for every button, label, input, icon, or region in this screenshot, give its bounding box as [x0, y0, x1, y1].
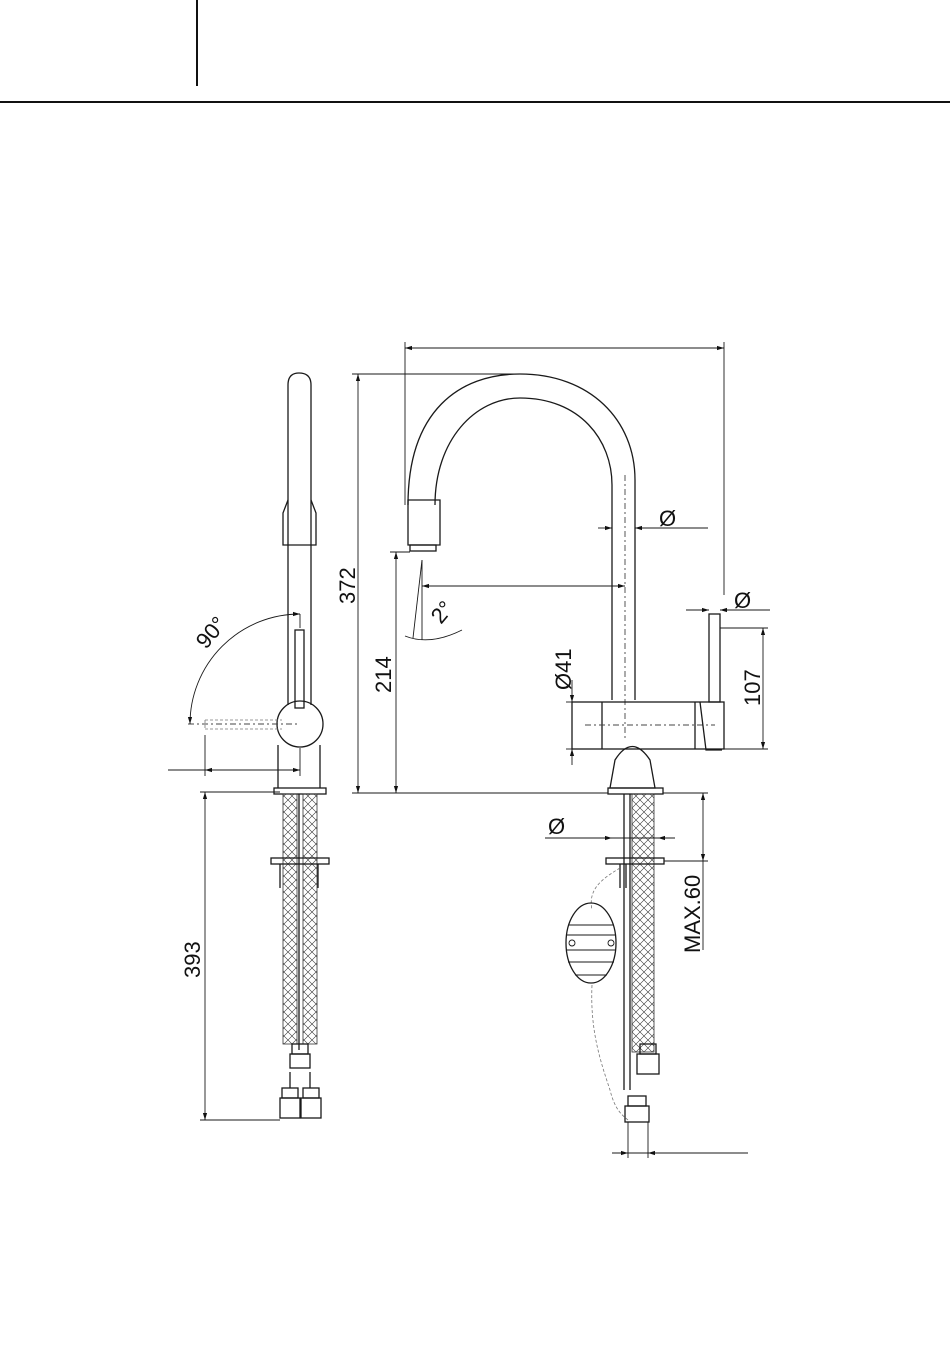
side-base-plate: [274, 788, 326, 794]
side-lever: [295, 630, 304, 708]
title-block: [0, 0, 950, 102]
side-hose-right: [303, 794, 317, 1044]
front-view: [352, 342, 770, 1158]
dim-hose-length: 393: [180, 941, 205, 978]
dim-spout-angle: 2°: [426, 596, 459, 628]
front-base-plate: [608, 788, 663, 794]
dim-total-height: 372: [335, 567, 360, 604]
dim-spout-height: 214: [371, 656, 396, 693]
front-lever: [709, 614, 720, 702]
dim-max-thickness: MAX.60: [680, 875, 705, 953]
side-hose-left: [283, 794, 297, 1044]
dim-shank-diameter: Ø: [548, 814, 565, 839]
front-spout-outer: [408, 374, 635, 700]
side-lever-ghost: [205, 720, 282, 729]
front-ghost-hose: [591, 868, 628, 1120]
side-view: [168, 373, 329, 1120]
dim-tube-diameter: Ø: [659, 506, 676, 531]
front-hose: [632, 794, 654, 1052]
side-fittings: [280, 1044, 321, 1118]
side-fixing-plate: [271, 858, 329, 864]
dim-handle-height: 107: [740, 669, 765, 706]
front-spout-inner: [435, 398, 612, 700]
front-aerator: [408, 500, 440, 545]
dim-lever-diameter: Ø: [734, 588, 751, 613]
side-spout: [288, 373, 311, 545]
dim-body-diameter: Ø41: [551, 648, 576, 690]
dim-angle-90: 90°: [191, 612, 232, 654]
front-neck: [610, 747, 655, 789]
front-hose-weight: [566, 903, 616, 983]
